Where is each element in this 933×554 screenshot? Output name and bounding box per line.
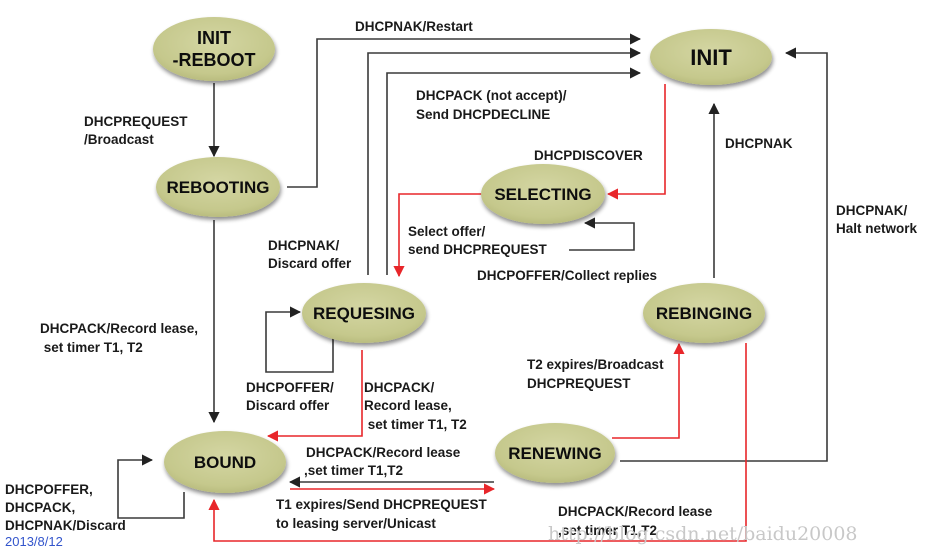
edge-init-to-selecting (606, 84, 666, 200)
label-rebooting-to-init: DHCPNAK/Restart (355, 19, 473, 34)
edge-requesting-to-init-nak (367, 47, 642, 275)
label-renewing-to-init-2: Halt network (836, 221, 918, 236)
label-bound-self-3: DHCPNAK/Discard (5, 518, 126, 533)
label-requesting-to-bound-1: DHCPACK/ (364, 380, 434, 395)
label-bound-self-1: DHCPOFFER, (5, 482, 93, 497)
node-rebinding: REBINGING (643, 283, 765, 343)
label-renewing-to-rebinding-2: DHCPREQUEST (527, 376, 631, 391)
node-requesting: REQUESING (302, 283, 426, 343)
node-bound: BOUND (164, 431, 286, 493)
label-rebinding-to-init: DHCPNAK (725, 136, 793, 151)
node-requesting-label: REQUESING (313, 304, 415, 323)
edge-requesting-to-init-decline (386, 67, 642, 275)
label-rebooting-to-bound-1: DHCPACK/Record lease, (40, 321, 198, 336)
label-rebinding-to-bound-2: ,set timer T1,T2 (558, 523, 657, 538)
label-initreboot-to-rebooting-2: /Broadcast (84, 132, 154, 147)
edge-renewing-to-rebinding (612, 342, 685, 439)
label-rebooting-to-bound-2: set timer T1, T2 (40, 340, 143, 355)
label-initreboot-to-rebooting-1: DHCPREQUEST (84, 114, 188, 129)
label-requesting-self-2: Discard offer (246, 398, 330, 413)
node-init-label: INIT (690, 45, 732, 70)
label-bound-self-2: DHCPACK, (5, 500, 75, 515)
watermark: http://blog.csdn.net/baidu20008 (548, 523, 858, 545)
label-selecting-to-requesting-2: send DHCPREQUEST (408, 242, 548, 257)
node-rebooting-label: REBOOTING (167, 178, 270, 197)
node-selecting-label: SELECTING (494, 185, 591, 204)
edge-rebinding-to-bound (208, 343, 747, 542)
edge-requesting-self (265, 306, 334, 373)
label-renewing-to-bound-1: DHCPACK/Record lease (306, 445, 461, 460)
edge-bound-self (117, 454, 185, 519)
label-renewing-to-init-1: DHCPNAK/ (836, 203, 908, 218)
label-requesting-to-init-decline-2: Send DHCPDECLINE (416, 107, 550, 122)
label-bound-to-renewing-2: to leasing server/Unicast (276, 516, 436, 531)
label-bound-to-renewing-1: T1 expires/Send DHCPREQUEST (276, 497, 488, 512)
node-init-reboot-line1: INIT (197, 28, 231, 48)
edge-selecting-to-requesting (393, 193, 482, 278)
node-init: INIT (650, 29, 772, 85)
node-rebinding-label: REBINGING (656, 304, 752, 323)
edge-renewing-to-init (620, 47, 828, 462)
label-requesting-to-init-nak-2: Discard offer (268, 256, 352, 271)
label-requesting-to-bound-3: set timer T1, T2 (364, 417, 467, 432)
label-renewing-to-bound-2: ,set timer T1,T2 (304, 463, 403, 478)
edge-rebooting-to-init (287, 33, 642, 188)
edge-labels: DHCPREQUEST /Broadcast DHCPNAK/Restart D… (5, 19, 918, 538)
edge-requesting-to-bound (266, 350, 363, 442)
node-renewing: RENEWING (495, 423, 615, 483)
node-selecting: SELECTING (481, 164, 605, 224)
edge-selecting-self (569, 217, 635, 251)
label-rebinding-to-bound-1: DHCPACK/Record lease (558, 504, 713, 519)
label-init-to-selecting: DHCPDISCOVER (534, 148, 643, 163)
label-requesting-to-init-decline-1: DHCPACK (not accept)/ (416, 88, 567, 103)
label-requesting-to-init-nak-1: DHCPNAK/ (268, 238, 340, 253)
date-stamp: 2013/8/12 (5, 534, 63, 549)
node-rebooting: REBOOTING (156, 157, 280, 217)
node-init-reboot-line2: -REBOOT (173, 50, 256, 70)
node-init-reboot: INIT -REBOOT (153, 17, 275, 81)
label-requesting-self-1: DHCPOFFER/ (246, 380, 334, 395)
label-selecting-to-requesting-1: Select offer/ (408, 224, 486, 239)
label-renewing-to-rebinding-1: T2 expires/Broadcast (527, 357, 664, 372)
label-requesting-to-bound-2: Record lease, (364, 398, 452, 413)
label-selecting-self: DHCPOFFER/Collect replies (477, 268, 657, 283)
node-renewing-label: RENEWING (508, 444, 602, 463)
node-bound-label: BOUND (194, 453, 256, 472)
